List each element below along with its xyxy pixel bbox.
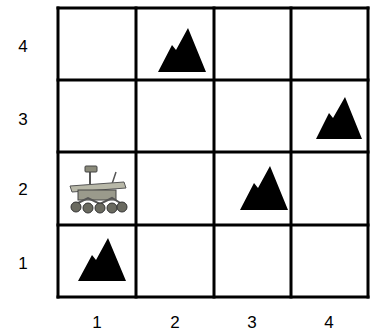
- grid-line: [58, 151, 368, 154]
- mountain-icon: [158, 28, 206, 72]
- row-number: 4: [18, 38, 27, 55]
- rover-wheel: [107, 203, 117, 213]
- column-number: 1: [92, 314, 101, 331]
- mountain-shape: [316, 97, 362, 139]
- column-number: 2: [170, 314, 179, 331]
- mountain-shape: [78, 238, 126, 281]
- grid-line: [58, 79, 368, 82]
- grid-line: [58, 7, 368, 10]
- grid-lines: [58, 8, 368, 297]
- row-number: 3: [18, 111, 27, 128]
- rover-wheel: [117, 202, 127, 212]
- row-number: 2: [18, 181, 27, 198]
- rover-icon: [70, 166, 127, 213]
- row-number: 1: [18, 255, 27, 272]
- grid-line: [58, 296, 368, 299]
- mountain-icon: [78, 238, 126, 281]
- mountain-shape: [240, 166, 288, 210]
- rover-wheel: [83, 203, 93, 213]
- column-number: 3: [247, 314, 256, 331]
- grid-line: [58, 224, 368, 227]
- rover-wheel: [71, 202, 81, 212]
- mountain-shape: [158, 28, 206, 72]
- mountain-icon: [316, 97, 362, 139]
- mountain-icon: [240, 166, 288, 210]
- column-number: 4: [324, 314, 333, 331]
- rover-camera: [85, 166, 97, 172]
- rover-wheel: [95, 203, 105, 213]
